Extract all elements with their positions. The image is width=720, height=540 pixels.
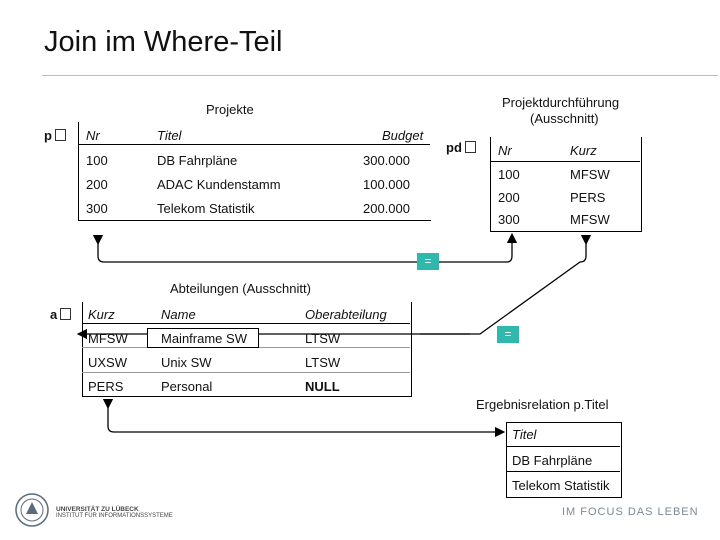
- abt-table: [82, 302, 412, 397]
- ergebnis-row-line: [506, 446, 620, 447]
- abt-cell: LTSW: [305, 331, 341, 346]
- abt-cell: Personal: [161, 379, 213, 394]
- pd-cell: MFSW: [570, 167, 610, 182]
- abt-header-oberabteilung: Oberabteilung: [305, 307, 387, 322]
- alias-box-icon: [464, 141, 476, 153]
- university-logo-text: UNIVERSITÄT ZU LÜBECK INSTITUT FÜR INFOR…: [56, 506, 173, 520]
- abt-header-kurz: Kurz: [88, 307, 115, 322]
- abt-cell: MFSW: [88, 331, 128, 346]
- projekte-caption: Projekte: [206, 102, 254, 117]
- connector-pd-a: [420, 234, 592, 335]
- alias-box-icon: [54, 129, 66, 141]
- pd-table: [490, 137, 642, 232]
- logo-line2: INSTITUT FÜR INFORMATIONSSYSTEME: [56, 513, 173, 519]
- abt-cell: PERS: [88, 379, 124, 394]
- pd-cell: 200: [498, 190, 520, 205]
- ergebnis-cell: DB Fahrpläne: [512, 453, 593, 468]
- abt-cell: Unix SW: [161, 355, 212, 370]
- ergebnis-cell: Telekom Statistik: [512, 478, 610, 493]
- abt-cell: LTSW: [305, 355, 341, 370]
- ergebnis-table: [506, 422, 622, 498]
- slide-title: Join im Where-Teil: [44, 26, 283, 58]
- abt-header-line: [82, 323, 410, 324]
- university-seal-icon: [15, 493, 49, 527]
- connector-result: [102, 398, 506, 438]
- projekte-table: [78, 122, 431, 221]
- projekte-header-budget: Budget: [382, 128, 424, 143]
- projekte-cell: Telekom Statistik: [157, 201, 255, 216]
- projekte-cell: 100.000: [363, 177, 410, 192]
- pd-cell: 100: [498, 167, 520, 182]
- pd-header-line: [490, 161, 640, 162]
- ergebnis-row-line: [506, 471, 620, 472]
- abt-header-name: Name: [161, 307, 196, 322]
- abt-cell: NULL: [305, 379, 340, 394]
- projekte-header-line: [78, 144, 430, 145]
- abt-cell: Mainframe SW: [161, 331, 247, 346]
- footer-motto: IM FOCUS DAS LEBEN: [562, 506, 699, 518]
- abt-caption: Abteilungen (Ausschnitt): [170, 281, 311, 296]
- connector-p-pd: [92, 232, 518, 263]
- projekte-cell: DB Fahrpläne: [157, 153, 238, 168]
- projekte-cell: 300: [86, 201, 108, 216]
- projekte-alias: p: [44, 128, 66, 143]
- pd-cell: MFSW: [570, 212, 610, 227]
- abt-row-divider: [82, 372, 410, 373]
- alias-box-icon: [60, 308, 72, 320]
- pd-cell: 300: [498, 212, 520, 227]
- join-equals-marker: =: [497, 326, 519, 343]
- ergebnis-caption: Ergebnisrelation p.Titel: [476, 397, 609, 412]
- abt-cell: UXSW: [88, 355, 127, 370]
- projekte-header-titel: Titel: [157, 128, 182, 143]
- highlight-box: [147, 328, 259, 348]
- pd-caption-line1: Projektdurchführung: [502, 95, 620, 110]
- projekte-cell: 200: [86, 177, 108, 192]
- pd-header-nr: Nr: [498, 143, 512, 158]
- projekte-cell: 300.000: [363, 153, 410, 168]
- pd-header-kurz: Kurz: [570, 143, 597, 158]
- abt-alias: a: [50, 307, 72, 322]
- projekte-cell: ADAC Kundenstamm: [157, 177, 281, 192]
- join-equals-marker: =: [417, 253, 439, 270]
- ergebnis-header: Titel: [512, 427, 537, 442]
- projekte-cell: 100: [86, 153, 108, 168]
- pd-alias: pd: [446, 140, 476, 155]
- pd-caption-line2: (Ausschnitt): [530, 111, 599, 126]
- projekte-cell: 200.000: [363, 201, 410, 216]
- projekte-header-nr: Nr: [86, 128, 100, 143]
- pd-cell: PERS: [570, 190, 606, 205]
- title-divider: [42, 75, 718, 76]
- logo-line1: UNIVERSITÄT ZU LÜBECK: [56, 506, 139, 513]
